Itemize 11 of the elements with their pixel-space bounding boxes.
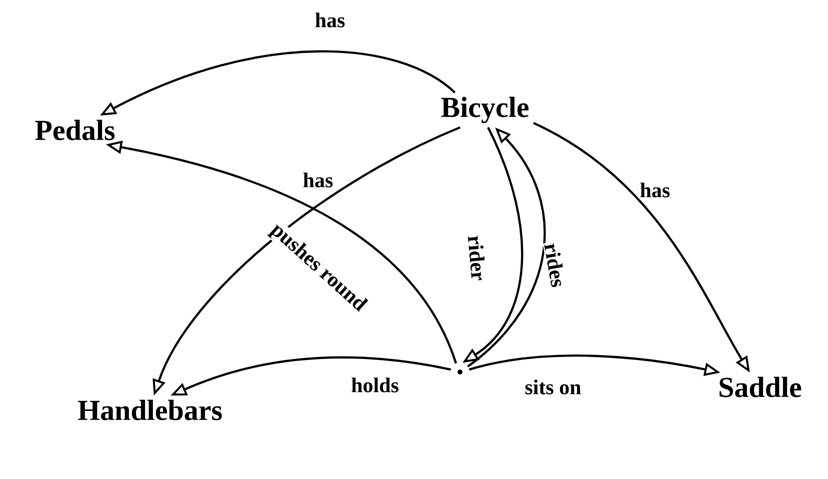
- edge-label: has: [638, 182, 672, 198]
- node-label: Saddle: [720, 376, 802, 398]
- node-label: Bicycle: [441, 96, 529, 124]
- node-label: Pedals: [35, 120, 115, 140]
- node-label: Handlebars: [78, 400, 222, 420]
- edge-label: rides: [542, 240, 568, 290]
- edge-label: has: [314, 12, 346, 28]
- edge-label: holds: [350, 376, 400, 394]
- edge-label: sits on: [524, 378, 582, 396]
- edge-label: has: [302, 172, 334, 188]
- edge-label: rider: [466, 234, 488, 282]
